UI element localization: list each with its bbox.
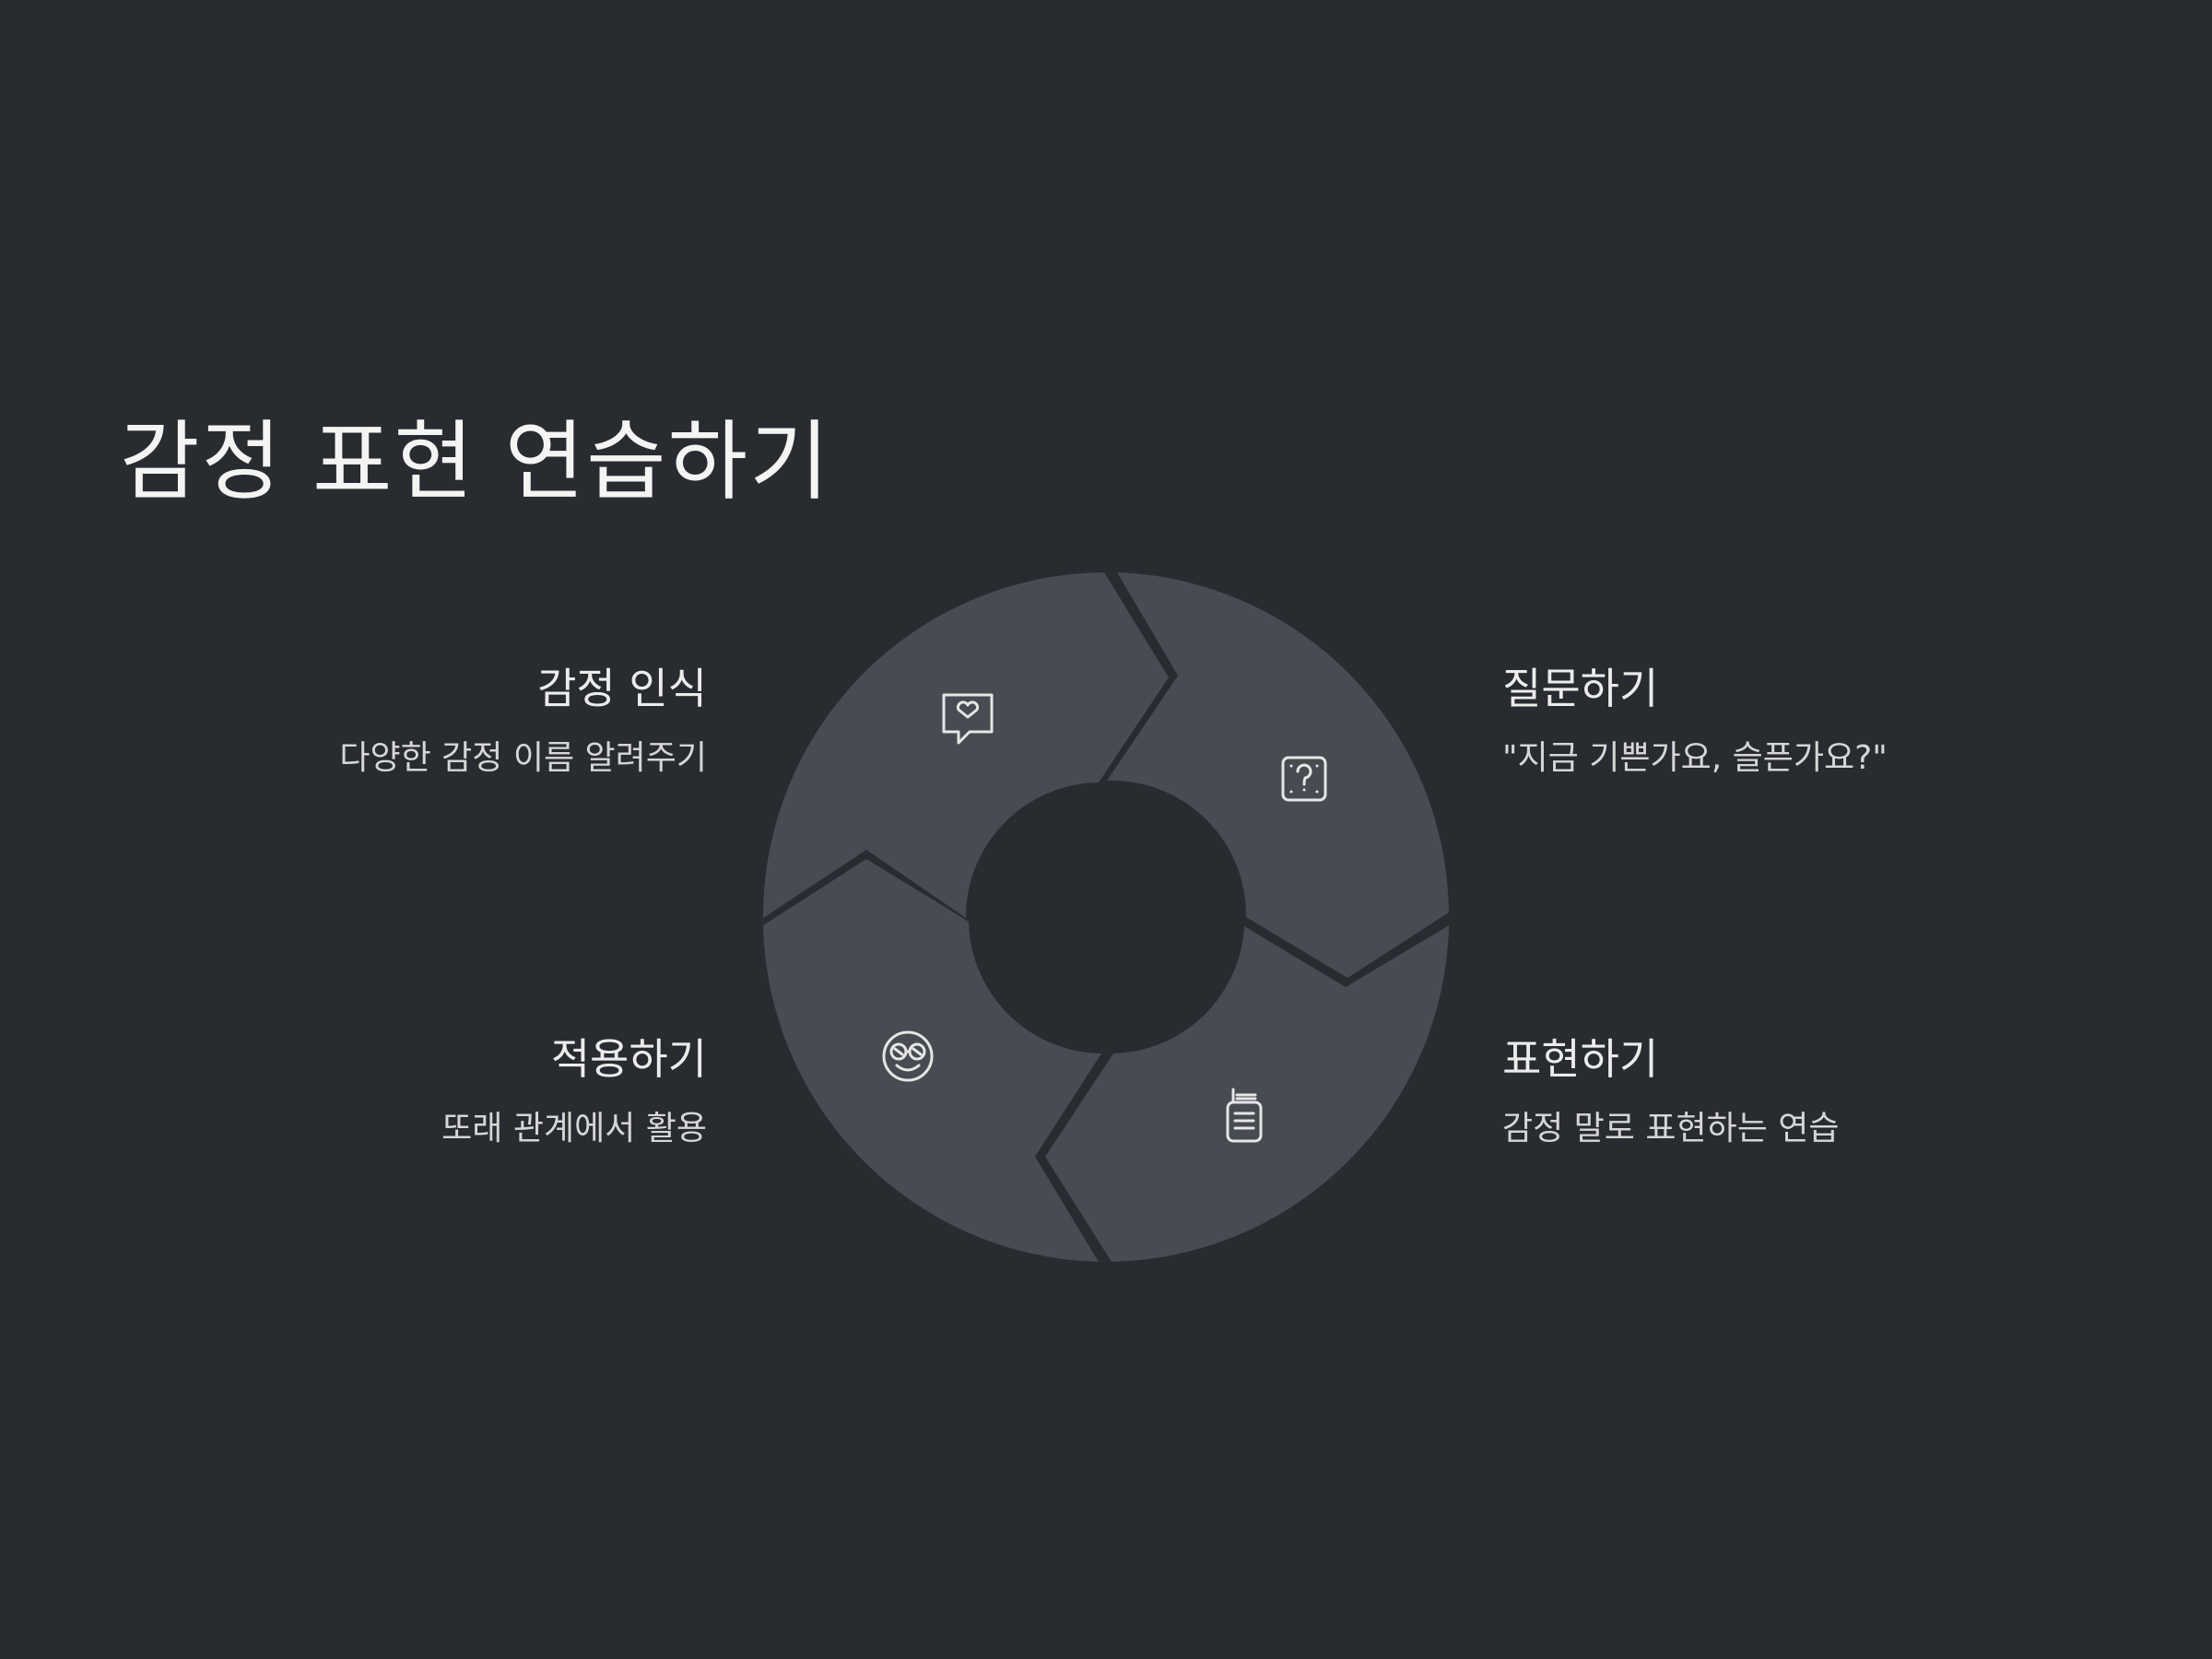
step-title: 적용하기 <box>550 1034 707 1084</box>
page-title: 감정 표현 연습하기 <box>120 412 831 512</box>
heart-chat-icon <box>942 693 994 745</box>
step-express: 표현하기 감정 말로 표현하는 연습 <box>1502 1034 2147 1148</box>
smiley-glasses-icon <box>882 1030 934 1082</box>
step-description: 다양한 감정 이름 알려주기 <box>339 739 707 778</box>
step-title: 감정 인식 <box>537 664 707 713</box>
step-description: 또래 관계에서 활용 <box>441 1110 707 1148</box>
step-recognize: 감정 인식 다양한 감정 이름 알려주기 <box>62 664 707 778</box>
walkie-talkie-icon <box>1226 1088 1263 1143</box>
cycle-segment-question <box>1107 572 1449 978</box>
question-box-icon <box>1281 756 1327 802</box>
step-title: 표현하기 <box>1502 1034 1659 1084</box>
step-apply: 적용하기 또래 관계에서 활용 <box>62 1034 707 1148</box>
step-title: 질문하기 <box>1502 664 1659 713</box>
step-question: 질문하기 "지금 기쁜가요, 슬픈가요?" <box>1502 664 2147 778</box>
cycle-segment-recognize <box>762 572 1169 918</box>
step-description: 감정 말로 표현하는 연습 <box>1502 1110 1840 1148</box>
step-description: "지금 기쁜가요, 슬픈가요?" <box>1502 739 1888 778</box>
